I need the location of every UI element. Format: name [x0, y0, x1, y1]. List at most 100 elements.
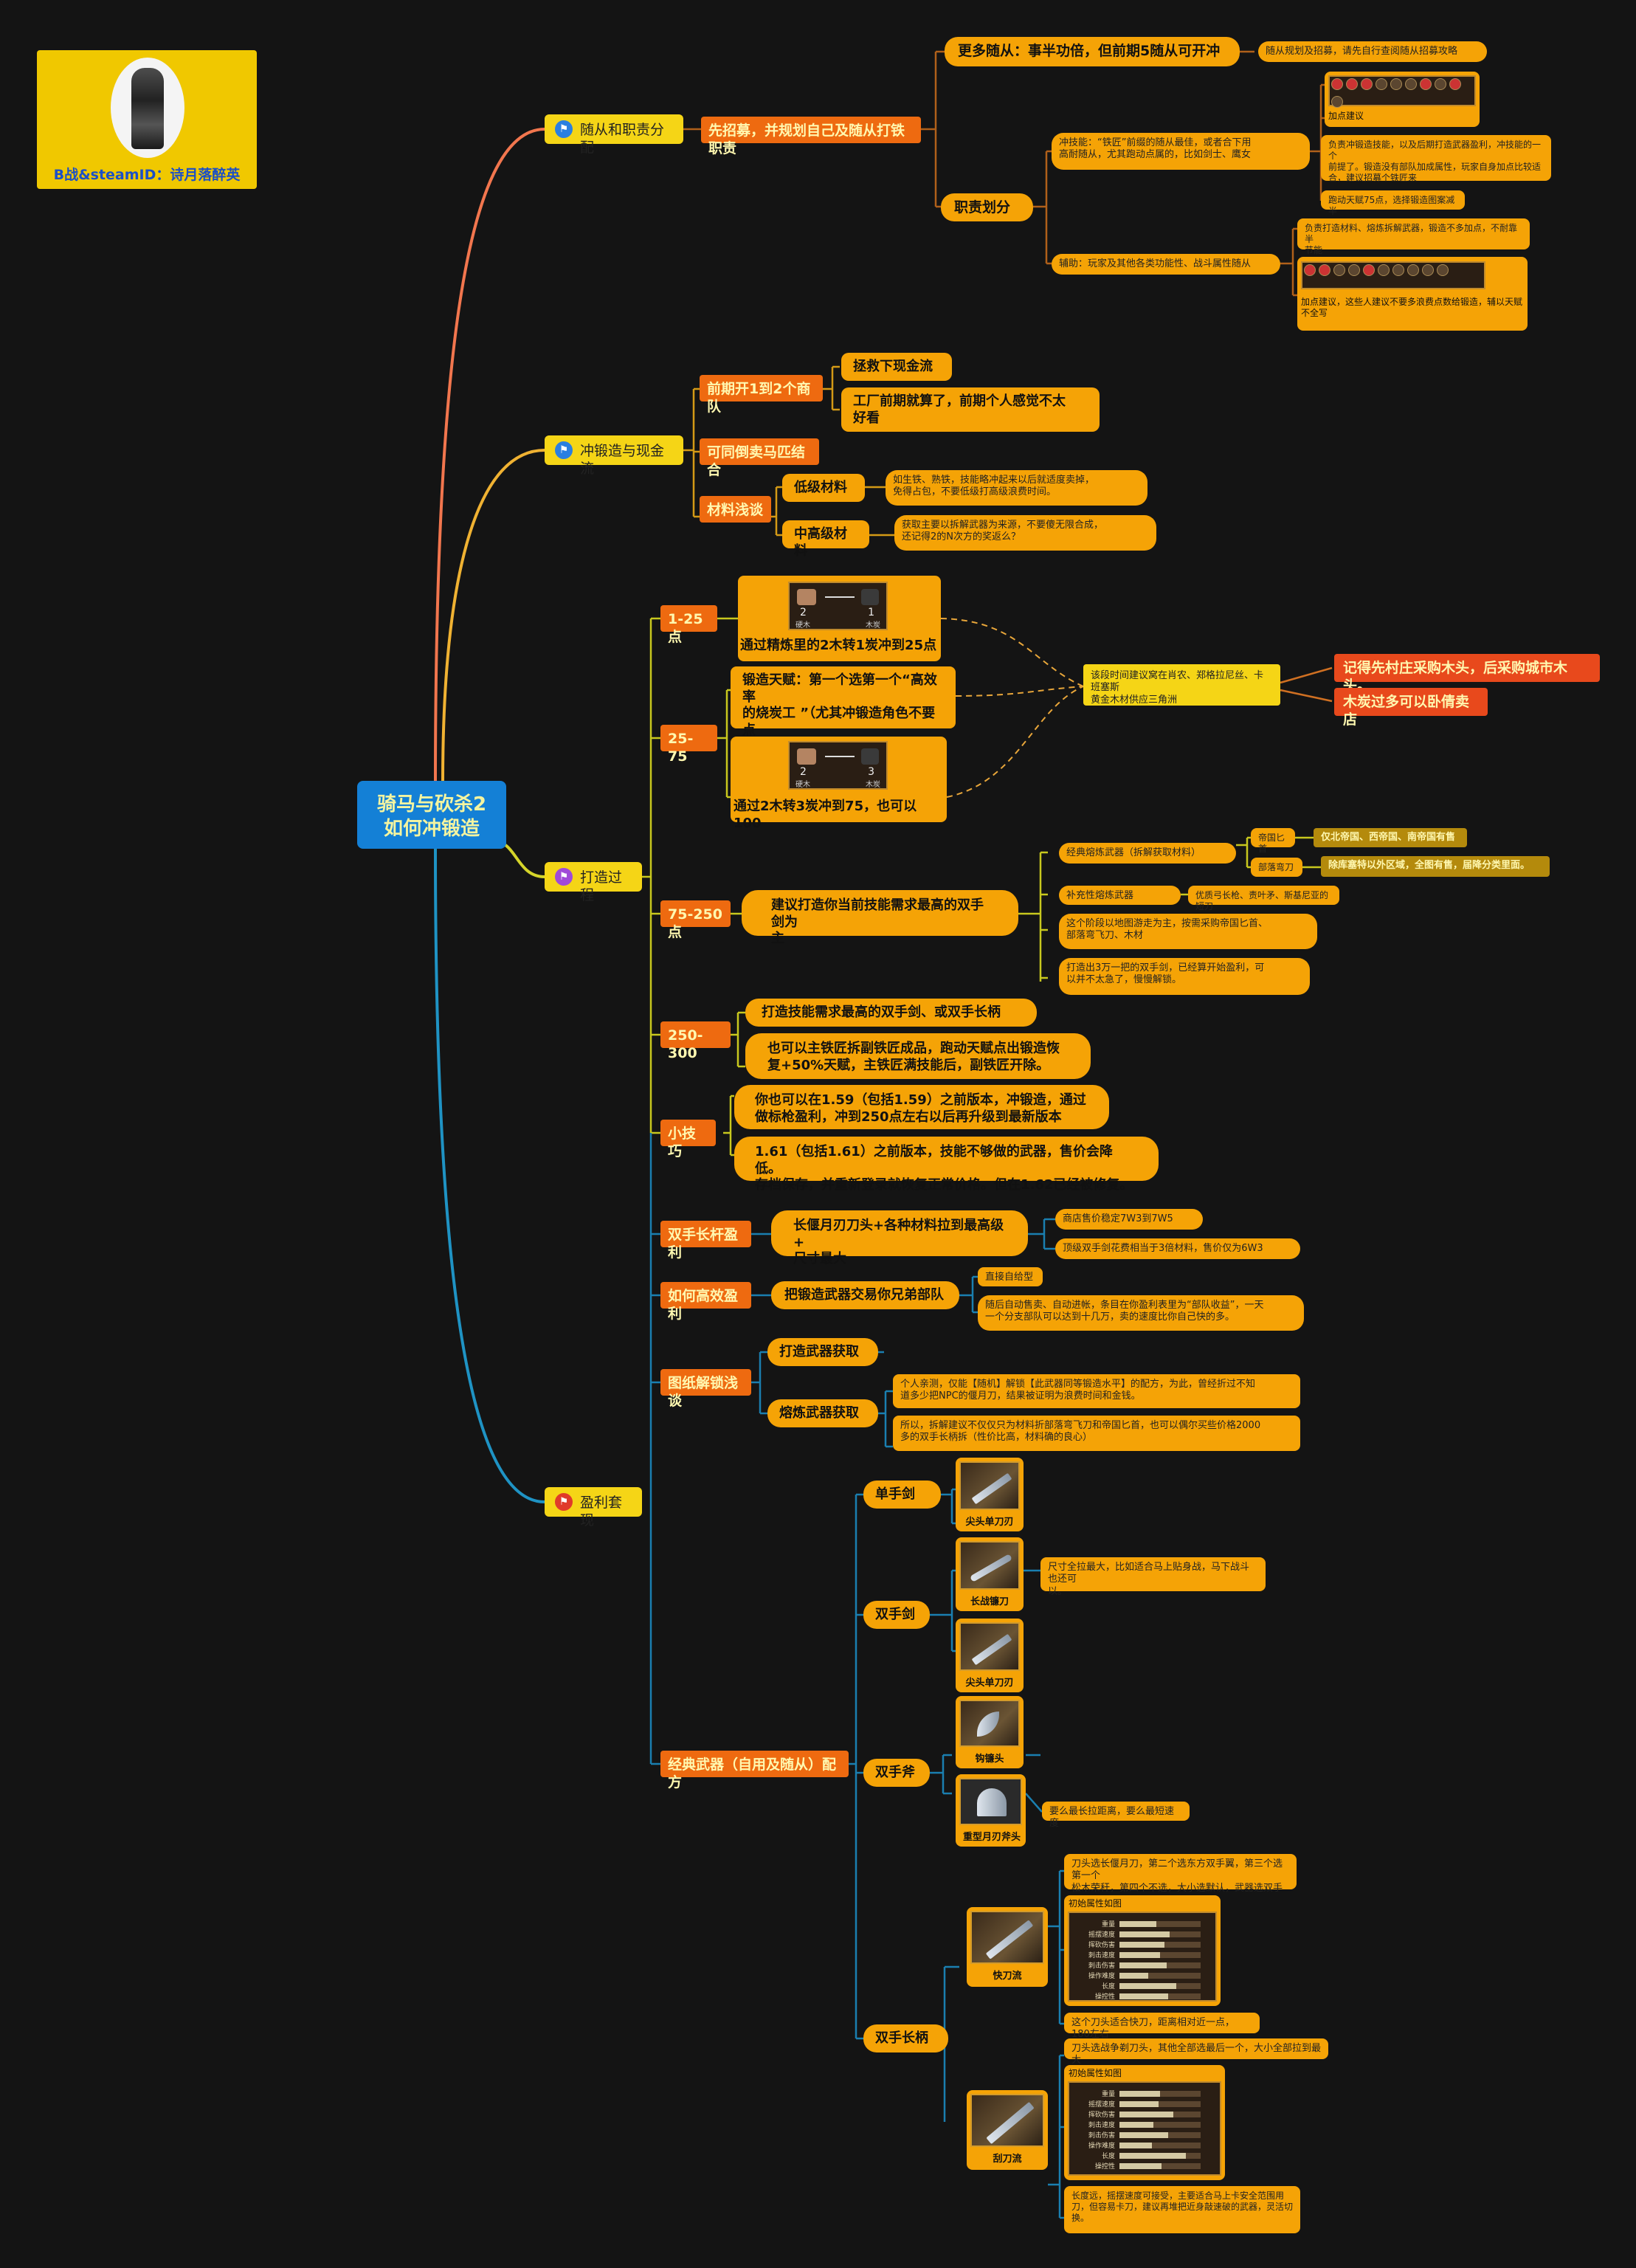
stat-bar	[1119, 2143, 1201, 2148]
glaive-head-icon	[970, 1911, 1044, 1964]
stat-bar	[1119, 1931, 1201, 1937]
stat-panel-fast: 重量摇摆速度挥砍伤害刺击速度刺击伤害操作难度长度操控性	[1068, 1912, 1217, 2002]
weapon-label-2: 长战镰刀	[970, 1596, 1009, 1607]
stat-bar	[1119, 2091, 1201, 2097]
tip-old-version[interactable]: 你也可以在1.59（包括1.59）之前版本，冲锻造，通过 做标枪盈利，冲到250…	[734, 1085, 1109, 1129]
category-cashflow[interactable]: ⚑冲锻造与现金流	[545, 435, 683, 477]
stat-label: 挥砍伤害	[1088, 2112, 1115, 2119]
node-materials[interactable]: 材料浅谈	[700, 496, 771, 523]
flag-icon: ⚑	[555, 1493, 573, 1511]
note-two-hand-size: 尺寸全拉最大，比如适合马上贴身战，马下战斗也还可 以。	[1040, 1557, 1266, 1597]
assist-perk-label: 加点建议，这些人建议不要多浪费点数给锻造，辅以天赋 不全写	[1301, 297, 1523, 318]
charcoal-icon	[861, 589, 879, 605]
stat-title-fast: 初始属性如图	[1069, 1898, 1122, 1909]
node-two-hand-sword[interactable]: 双手剑	[863, 1601, 930, 1629]
weapon-label-6: 快刀流	[993, 1971, 1022, 1982]
stat-label: 刺击速度	[1088, 1952, 1115, 1959]
tip-buy-wood: 记得先村庄采购木头，后采购城市木头。	[1334, 654, 1600, 694]
node-save-cash[interactable]: 拯救下现金流	[841, 353, 952, 381]
node-give-party[interactable]: 把锻造武器交易你兄弟部队	[771, 1281, 959, 1309]
node-one-hand-sword[interactable]: 单手剑	[863, 1481, 941, 1509]
note-location: 该段时间建议窝在肖农、郑格拉尼丝、卡 班塞斯 黄金木材供应三角洲	[1083, 664, 1280, 706]
category-profit[interactable]: ⚑盈利套现	[545, 1487, 642, 1528]
wood-icon	[797, 748, 816, 765]
node-highest-skill[interactable]: 打造技能需求最高的双手剑、或双手长柄	[745, 999, 1037, 1027]
stat-label: 摇摆速度	[1088, 2101, 1115, 2109]
note-profit-start: 打造出3万一把的双手剑，已经算开始盈利，可 以并不太急了，慢慢解锁。	[1059, 958, 1310, 995]
note-random-unlock: 个人亲测，仅能【随机】解锁【此武器同等锻造水平】的配方，为此，曾经折过不知 道多…	[893, 1374, 1300, 1408]
stat-title-scrape: 初始属性如图	[1069, 2068, 1122, 2078]
node-25-75[interactable]: 25-75	[660, 725, 717, 765]
note-sword-cost: 顶级双手剑花费相当于3倍材料，售价仅为6W3	[1055, 1238, 1300, 1259]
stat-bar	[1119, 1921, 1201, 1927]
node-forge-talent[interactable]: 锻造天赋：第一个选第一个“高效率 的烧炭工 ”（尤其冲锻造角色不要点 错）	[731, 666, 956, 754]
note-auto-sell: 随后自动售卖、自动进帐，条目在你盈利表里为“部队收益”，一天 一个分支部队可以达…	[978, 1295, 1304, 1331]
node-recruit-plan[interactable]: 先招募，并规划自己及随从打铁职责	[701, 117, 921, 156]
node-smelt-unlock[interactable]: 熔炼武器获取	[767, 1399, 878, 1427]
blade-part-icon	[959, 1622, 1020, 1671]
node-more-followers[interactable]: 更多随从：事半功倍，但前期5随从可开冲	[945, 37, 1240, 66]
node-efficient-profit[interactable]: 如何高效盈利	[660, 1282, 751, 1322]
note-mid-materials: 获取主要以拆解武器为来源，不要傻无限合成， 还记得2的N次方的奖返么？	[894, 515, 1156, 551]
tip-save-reload[interactable]: 1.61（包括1.61）之前版本，技能不够做的武器，售价会降低。 存档保存，并重…	[734, 1137, 1159, 1193]
stat-label: 长度	[1101, 1983, 1115, 1990]
card-1-25-label: 通过精炼里的2木转1炭冲到25点	[740, 638, 937, 653]
node-craft-unlock[interactable]: 打造武器获取	[767, 1338, 878, 1366]
stat-bar	[1119, 2122, 1201, 2128]
node-classic-weapons[interactable]: 经典武器（自用及随从）配方	[660, 1751, 849, 1790]
note-axe-choice: 要么最长拉距离，要么最短速度	[1042, 1802, 1190, 1829]
root-topic[interactable]: 骑马与砍杀2 如何冲锻造	[357, 781, 506, 849]
author-avatar	[111, 58, 184, 158]
recipe-panel-b: 2 3 硬木 木炭	[788, 741, 888, 790]
node-250-300[interactable]: 250-300	[660, 1021, 731, 1061]
node-two-hand-polearm[interactable]: 双手长柄	[863, 2024, 948, 2052]
node-glaive-recipe[interactable]: 长偃月刃刀头+各种材料拉到最高级+ 尺寸最大	[771, 1210, 1028, 1266]
stat-bar	[1119, 1993, 1201, 1999]
note-smith-role: 冲技能：“铁匠”前缀的随从最佳，或者合下用 高耐随从，尤其跑动点属的，比如剑士、…	[1052, 133, 1310, 170]
stat-label: 操作难度	[1088, 1973, 1115, 1980]
branch-line-2	[441, 449, 545, 783]
node-two-hand-axe[interactable]: 双手斧	[863, 1759, 930, 1787]
smith-perk-panel	[1328, 75, 1476, 108]
author-label: B战&steamID：诗月落醉英	[53, 167, 241, 183]
flag-icon: ⚑	[555, 120, 573, 138]
weapon-label-1: 尖头单刀刃	[965, 1517, 1014, 1528]
note-tribal-sickle: 除库塞特以外区域，全图有售，届降分类里面。	[1321, 856, 1550, 877]
charcoal-icon	[861, 748, 879, 765]
node-low-materials[interactable]: 低级材料	[782, 474, 865, 502]
node-blueprint[interactable]: 图纸解锁浅谈	[660, 1369, 751, 1409]
weapon-label-4: 钩镰头	[975, 1754, 1004, 1765]
note-shop-price: 商店售价稳定7W3到7W5	[1055, 1209, 1203, 1230]
category-followers[interactable]: ⚑随从和职责分配	[545, 114, 683, 156]
node-duties[interactable]: 职责划分	[941, 193, 1033, 221]
node-mid-materials[interactable]: 中高级材料	[782, 520, 869, 559]
card-25-75-label: 通过2木转3炭冲到75，也可以100	[734, 799, 917, 831]
node-75-250[interactable]: 75-250点	[660, 900, 731, 940]
node-horse-trade[interactable]: 可同倒卖马匹结合	[700, 438, 819, 478]
flag-icon: ⚑	[555, 868, 573, 886]
node-1-25[interactable]: 1-25点	[660, 605, 717, 645]
smith-perk-label: 加点建议	[1328, 111, 1364, 121]
node-caravans[interactable]: 前期开1到2个商队	[700, 375, 823, 415]
assist-perk-panel	[1301, 261, 1485, 289]
node-polearm-profit[interactable]: 双手长杆盈利	[660, 1221, 751, 1261]
note-buy-polearm: 所以，拆解建议不仅仅只为材料折部落弯飞刀和帝国匕首，也可以偶尔买些价格2000 …	[893, 1416, 1300, 1451]
author-badge: B战&steamID：诗月落醉英	[37, 50, 257, 189]
note-recruit-guide: 随从规划及招募，请先自行查阅随从招募攻略	[1258, 41, 1487, 62]
weapon-label-3: 尖头单刀刃	[965, 1678, 1014, 1689]
node-factory[interactable]: 工厂前期就算了，前期个人感觉不太 好看	[841, 387, 1100, 432]
stat-label: 挥砍伤害	[1088, 1942, 1115, 1949]
branch-line-1	[434, 128, 545, 783]
glaive-head-icon	[970, 2094, 1044, 2147]
weapon-label-5: 重型月刃斧头	[962, 1832, 1021, 1843]
stat-label: 刺击速度	[1088, 2122, 1115, 2129]
node-tips[interactable]: 小技巧	[660, 1120, 716, 1159]
category-forging-process[interactable]: ⚑打造过程	[545, 862, 642, 903]
node-main-smith[interactable]: 也可以主铁匠拆副铁匠成品，跑动天赋点出锻造恢 复+50%天赋，主铁匠满技能后，副…	[745, 1033, 1091, 1079]
stat-bar	[1119, 1942, 1201, 1948]
note-low-materials: 如生铁、熟铁，技能略冲起来以后就适度卖掉， 免得占包，不要低级打高级浪费时间。	[886, 470, 1147, 506]
note-scrape-usage: 长度远，摇摆速度可接受，主要适合马上卡安全范围用 刀，但容易卡刀，建议再堆把近身…	[1064, 2186, 1300, 2233]
node-two-hand-focus[interactable]: 建议打造你当前技能需求最高的双手剑为 主	[742, 890, 1018, 946]
stat-bar	[1119, 2163, 1201, 2169]
